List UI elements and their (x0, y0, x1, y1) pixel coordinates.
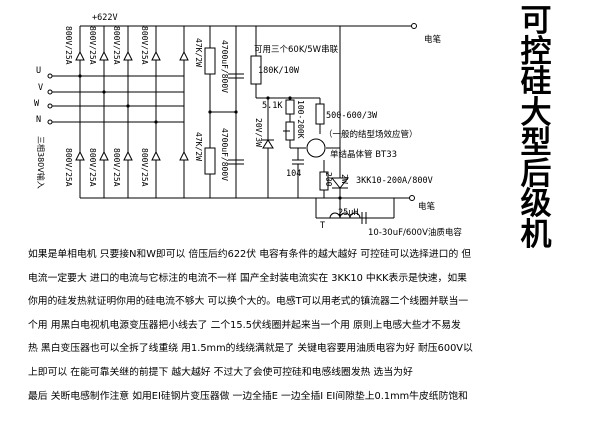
circuit-schematic (47, 23, 417, 224)
phase-v-label: V (38, 83, 44, 93)
fet-note-label: （一般的结型场效应管） (324, 130, 418, 140)
diode-rating-label: 800V/25A (64, 148, 73, 187)
title-char: 后 (520, 155, 552, 192)
description-line: 上即可以 在能可靠关继的前提下 越大越好 不过大了会使可控硅和电感线圈发热 选当… (28, 366, 413, 378)
cap-104-label: 104 (286, 169, 302, 179)
resistor-47k-top (204, 47, 216, 75)
description-line: 你用的硅发热就证明你用的硅电流不够大 可以换个大的。电感T可以用老式的镇流器二个… (28, 296, 469, 308)
diode-rating-label: 800V/25A (140, 26, 149, 65)
inductor-t-label: T (320, 221, 326, 231)
scr-label: 3KK10-200A/800V (356, 176, 433, 186)
resistor-47k-bottom (204, 147, 216, 175)
cap-4700-label: 4700uF/800V (220, 40, 229, 93)
series-note-label: 可用三个60K/5W串联 (254, 45, 339, 55)
resistor-200-label: 200 (324, 172, 333, 187)
electrode-bottom-label: 电笔 (418, 202, 436, 212)
inductor-label: 25uH (338, 208, 359, 218)
electrode-top-label: 电笔 (424, 35, 442, 45)
zener-label: 20V/3W (254, 118, 263, 147)
title-char: 大 (520, 94, 552, 131)
resistor-500-600-label: 500-600/3W (326, 111, 378, 121)
title-char: 控 (520, 33, 552, 70)
description-line: 电流一定要大 进口的电流与它标注的电流不一样 国产全封装电流实在 3KK10 中… (28, 272, 467, 284)
ujt-label: 单结晶体管 BT33 (330, 150, 398, 160)
description-text: 如果是单相电机 只要接N和W即可以 倍压后约622伏 电容有条件的越大越好 可控… (28, 243, 608, 408)
title-char: 级 (520, 186, 552, 222)
resistor-180k-label: 180K/10W (258, 66, 299, 76)
ujt-bt33 (306, 138, 326, 158)
phase-w-label: W (34, 99, 40, 109)
title-char: 机 (520, 216, 552, 253)
diode-rating-label: 800V/25A (88, 148, 97, 187)
description-line: 最后 关断电感制作注意 如用EI硅钢片变压器做 一边全插E 一边全插I EI间隙… (28, 390, 468, 402)
title-char: 型 (520, 125, 552, 161)
diode-rating-label: 800V/25A (64, 26, 73, 65)
diode-rating-label: 800V/25A (112, 148, 121, 187)
supply-voltage-label: +622V (92, 13, 118, 23)
title-char: 硅 (520, 64, 552, 100)
resistor-500-600 (315, 103, 325, 125)
diode-rating-label: 800V/25A (140, 148, 149, 187)
phase-u-label: U (36, 66, 42, 76)
description-line: 如果是单相电机 只要接N和W即可以 倍压后约622伏 电容有条件的越大越好 可控… (28, 249, 472, 260)
scr-symbol (330, 177, 350, 189)
resistor-180k (250, 55, 262, 85)
three-phase-input-label: 三相380V输入 (36, 136, 45, 189)
oil-cap-label: 10-30uF/600V油质电容 (368, 228, 462, 238)
diode-rating-label: 800V/25A (88, 26, 97, 65)
resistor-2w-label: 2W (340, 174, 349, 184)
resistor-47k-label: 47K/2W (194, 38, 203, 67)
title-char: 可 (520, 3, 552, 39)
resistor-5k1-label: 5.1K (262, 101, 283, 111)
description-line: 个用 用黑白电视机电源变压器把小线去了 二个15.5伏线圈并起来当一个用 原则上… (28, 319, 461, 331)
description-line: 热 黑白变压器也可以全拆了线重绕 用1.5mm的线绕满就是了 关键电容要用油质电… (28, 343, 473, 355)
resistor-47k-label: 47K/2W (194, 132, 203, 161)
inductor-coil (329, 212, 361, 219)
cap-4700-label: 4700uF/800V (220, 128, 229, 181)
diagram-title: 可 控 硅 大 型 后 级 机 (506, 6, 566, 250)
resistor-5k1 (285, 99, 295, 115)
diode-rating-label: 800V/25A (112, 26, 121, 65)
pot-label: 100-200K (296, 100, 305, 139)
phase-n-label: N (36, 115, 42, 125)
